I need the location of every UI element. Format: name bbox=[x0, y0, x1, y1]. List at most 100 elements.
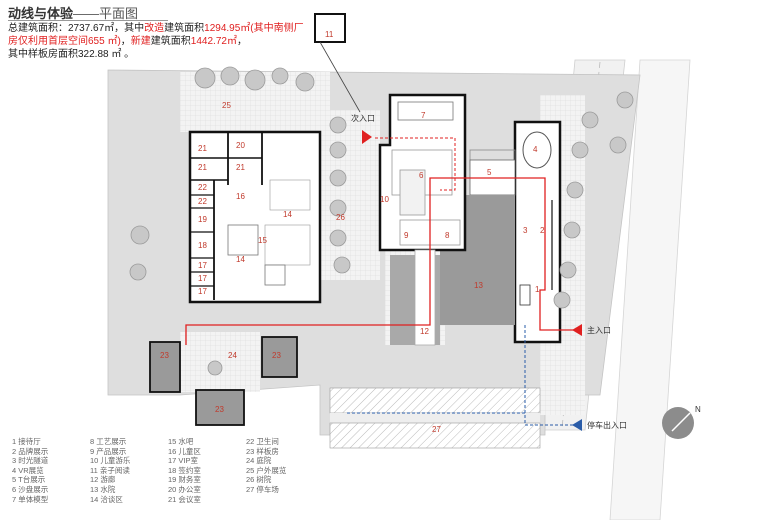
tree-courtyard bbox=[318, 110, 380, 280]
legend-item: 6 沙盘展示 bbox=[12, 484, 49, 494]
label-17b: 17 bbox=[198, 274, 207, 283]
label-21a: 21 bbox=[198, 144, 207, 153]
legend-item: 8 工艺展示 bbox=[90, 437, 127, 446]
info-renovated-area: 1294.95㎡(其中南侧厂房仅利用首层空间655 ㎡) bbox=[8, 23, 304, 47]
renovated-hall bbox=[469, 120, 562, 344]
legend-item: 14 洽谈区 bbox=[90, 494, 123, 504]
parking-lot bbox=[329, 387, 541, 449]
legend-item: 19 财务室 bbox=[168, 475, 201, 485]
legend-item: 25 户外展览 bbox=[246, 465, 287, 475]
label-23a: 23 bbox=[160, 351, 169, 360]
label-14a: 14 bbox=[283, 210, 292, 219]
legend-item: 23 样板房 bbox=[246, 446, 279, 456]
reading-room-leader bbox=[319, 41, 361, 113]
info-text-7: 建筑面积 bbox=[150, 36, 191, 47]
label-3: 3 bbox=[523, 226, 528, 235]
legend-item: 21 会议室 bbox=[168, 494, 201, 504]
label-23b: 23 bbox=[272, 351, 281, 360]
info-new-area: 1442.72㎡ bbox=[190, 36, 237, 47]
sample-house-c bbox=[195, 389, 245, 426]
legend-item: 26 树院 bbox=[246, 475, 272, 485]
label-21b: 21 bbox=[198, 163, 207, 172]
area-summary: 总建筑面积：2737.67㎡，其中改造建筑面积1294.95㎡(其中南侧厂房仅利… bbox=[8, 22, 308, 61]
label-4: 4 bbox=[533, 145, 538, 154]
label-1: 1 bbox=[535, 285, 540, 294]
courtyard-24 bbox=[180, 332, 260, 392]
label-6: 6 bbox=[419, 171, 424, 180]
parking-entrance-arrow bbox=[572, 419, 582, 431]
label-25: 25 bbox=[222, 101, 231, 110]
label-10: 10 bbox=[380, 195, 389, 204]
label-21c: 21 bbox=[236, 163, 245, 172]
label-17a: 17 bbox=[198, 261, 207, 270]
legend-item: 7 单体模型 bbox=[12, 494, 49, 504]
legend-item: 16 儿童区 bbox=[168, 446, 201, 456]
legend-col-4: 22 卫生间 23 样板房 24 庭院 25 户外展览 26 树院 27 停车场 bbox=[246, 437, 324, 504]
legend-item: 12 游廊 bbox=[90, 475, 116, 485]
main-entrance-label: 主入口 bbox=[587, 325, 611, 335]
secondary-entrance-arrow bbox=[362, 130, 372, 144]
legend-item: 9 产品展示 bbox=[90, 446, 127, 456]
info-sample-area: 其中样板房面积322.88 ㎡ 。 bbox=[8, 49, 135, 60]
legend-item: 2 品牌展示 bbox=[12, 446, 49, 456]
legend: 1 接待厅 2 品牌展示 3 时光隧道 4 VR展览 5 T台展示 6 沙盘展示… bbox=[12, 437, 324, 504]
legend-item: 18 签约室 bbox=[168, 465, 201, 475]
label-8: 8 bbox=[445, 231, 450, 240]
label-9: 9 bbox=[404, 231, 409, 240]
compass-icon bbox=[662, 407, 694, 439]
legend-item: 13 水院 bbox=[90, 484, 116, 494]
info-new: 新建 bbox=[130, 36, 151, 47]
legend-item: 4 VR展览 bbox=[12, 465, 44, 475]
label-26: 26 bbox=[336, 213, 345, 222]
legend-item: 20 办公室 bbox=[168, 484, 201, 494]
north-label: N bbox=[695, 405, 701, 414]
reading-room-11 bbox=[314, 13, 346, 43]
label-19: 19 bbox=[198, 215, 207, 224]
label-20: 20 bbox=[236, 141, 245, 150]
legend-item: 10 儿童游乐 bbox=[90, 456, 131, 466]
legend-item: 17 VIP室 bbox=[168, 456, 199, 466]
legend-item: 3 时光隧道 bbox=[12, 456, 49, 466]
parking-route bbox=[524, 325, 573, 426]
label-15: 15 bbox=[258, 236, 267, 245]
label-14b: 14 bbox=[236, 255, 245, 264]
exhibition-building bbox=[378, 93, 467, 252]
main-circulation-route bbox=[185, 177, 573, 345]
info-text-3: 建筑面积 bbox=[164, 23, 205, 34]
info-text-5: ， bbox=[120, 36, 131, 47]
title-main: 动线与体验 bbox=[8, 6, 74, 21]
label-24: 24 bbox=[228, 351, 237, 360]
label-23c: 23 bbox=[215, 405, 224, 414]
info-renovated: 改造 bbox=[144, 23, 165, 34]
label-22b: 22 bbox=[198, 197, 207, 206]
info-text-1: 总建筑面积：2737.67㎡，其中 bbox=[8, 23, 145, 34]
legend-item: 11 亲子阅读 bbox=[90, 465, 130, 475]
legend-item: 24 庭院 bbox=[246, 456, 272, 466]
secondary-circulation-route bbox=[375, 137, 456, 191]
label-2: 2 bbox=[540, 226, 545, 235]
label-16: 16 bbox=[236, 192, 245, 201]
legend-col-2: 8 工艺展示 9 产品展示 10 儿童游乐 11 亲子阅读 12 游廊 13 水… bbox=[90, 437, 168, 504]
label-7: 7 bbox=[421, 111, 426, 120]
reception-building bbox=[188, 130, 322, 304]
legend-item: 22 卫生间 bbox=[246, 437, 279, 446]
label-13: 13 bbox=[474, 281, 483, 290]
sample-house-b bbox=[261, 336, 298, 378]
title-underline bbox=[8, 20, 168, 21]
secondary-entrance-label: 次入口 bbox=[351, 113, 375, 123]
info-text-9: ， bbox=[236, 36, 247, 47]
legend-item: 15 水吧 bbox=[168, 437, 194, 446]
label-22a: 22 bbox=[198, 183, 207, 192]
label-11: 11 bbox=[325, 30, 334, 39]
label-17c: 17 bbox=[198, 287, 207, 296]
label-27: 27 bbox=[432, 425, 441, 434]
room-labels: 1 2 3 4 5 6 7 8 9 10 11 12 13 14 14 15 1… bbox=[160, 30, 545, 434]
label-5: 5 bbox=[487, 168, 492, 177]
page-title: 动线与体验——平面图 bbox=[8, 3, 138, 22]
main-entrance-arrow bbox=[572, 324, 582, 336]
legend-item: 27 停车场 bbox=[246, 484, 279, 494]
label-12: 12 bbox=[420, 327, 429, 336]
title-sub: ——平面图 bbox=[73, 6, 139, 21]
label-18: 18 bbox=[198, 241, 207, 250]
